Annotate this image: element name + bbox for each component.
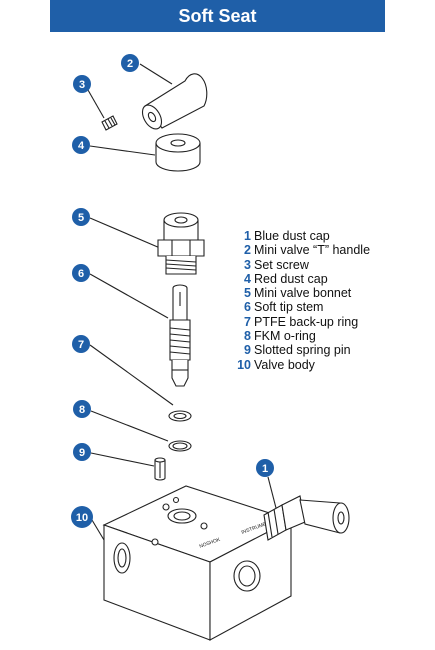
leader-2 bbox=[139, 63, 173, 85]
svg-text:4: 4 bbox=[78, 140, 85, 152]
leader-lines bbox=[87, 63, 277, 541]
leader-6 bbox=[89, 273, 169, 319]
callout-3: 3 bbox=[73, 75, 91, 93]
callout-10: 10 bbox=[71, 506, 93, 528]
svg-text:6: 6 bbox=[78, 268, 84, 280]
soft-tip-stem-part bbox=[169, 284, 191, 387]
leader-10 bbox=[91, 519, 105, 541]
slotted-spring-pin-part bbox=[154, 457, 166, 481]
leader-7 bbox=[89, 344, 174, 406]
callout-4: 4 bbox=[72, 136, 90, 154]
callout-2: 2 bbox=[121, 54, 139, 72]
callout-8: 8 bbox=[73, 400, 91, 418]
leader-8 bbox=[90, 410, 169, 442]
callout-9: 9 bbox=[73, 443, 91, 461]
leader-1 bbox=[267, 476, 277, 509]
leader-5 bbox=[89, 217, 161, 249]
svg-text:3: 3 bbox=[79, 79, 85, 91]
leader-9 bbox=[90, 452, 155, 467]
mini-valve-bonnet-part bbox=[157, 212, 205, 275]
svg-text:2: 2 bbox=[127, 58, 133, 70]
callout-6: 6 bbox=[72, 264, 90, 282]
red-dust-cap-part bbox=[155, 133, 201, 172]
page-title: Soft Seat bbox=[178, 5, 257, 26]
svg-text:10: 10 bbox=[76, 512, 88, 524]
leader-3 bbox=[87, 89, 105, 119]
svg-text:8: 8 bbox=[79, 404, 85, 416]
callout-7: 7 bbox=[72, 335, 90, 353]
svg-text:1: 1 bbox=[262, 463, 268, 475]
page-title-bar: Soft Seat bbox=[50, 0, 385, 32]
callout-1: 1 bbox=[256, 459, 274, 477]
svg-text:5: 5 bbox=[78, 212, 84, 224]
svg-text:7: 7 bbox=[78, 339, 84, 351]
leader-4 bbox=[89, 145, 156, 156]
svg-text:9: 9 bbox=[79, 447, 85, 459]
callouts: 1 2 3 4 5 6 7 8 9 10 bbox=[71, 54, 274, 528]
mini-valve-t-handle-part bbox=[141, 73, 208, 130]
callout-5: 5 bbox=[72, 208, 90, 226]
valve-body-part: NOSHOK INSTRUMENT bbox=[102, 485, 293, 641]
ptfe-back-up-ring-part bbox=[168, 410, 192, 422]
blue-dust-cap-part bbox=[263, 495, 350, 541]
fkm-o-ring-part bbox=[168, 440, 192, 452]
set-screw-part bbox=[101, 115, 118, 131]
